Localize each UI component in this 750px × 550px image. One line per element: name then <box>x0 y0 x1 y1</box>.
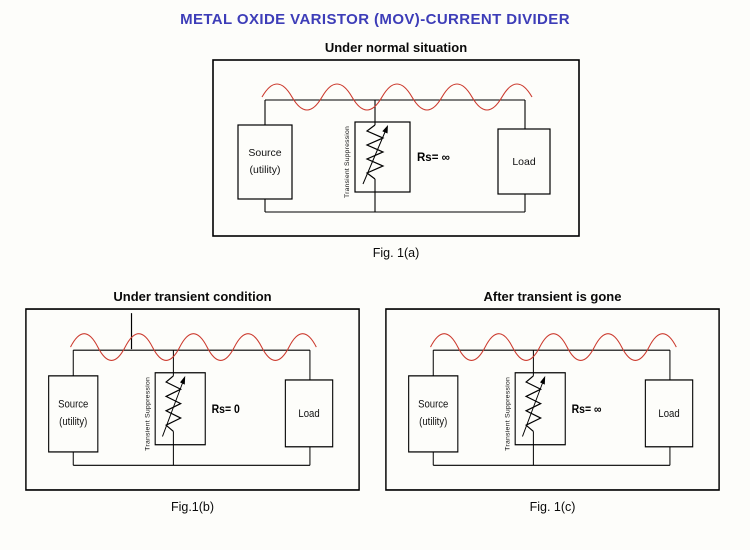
varistor-zigzag <box>164 375 183 432</box>
circuit-wires <box>264 99 526 213</box>
page-title: METAL OXIDE VARISTOR (MOV)-CURRENT DIVID… <box>180 11 570 28</box>
varistor-arrowhead <box>180 375 186 385</box>
load-box <box>284 379 334 448</box>
ac-sine-wave <box>261 83 533 111</box>
varistor-arrow-shaft <box>522 382 543 437</box>
circuit-wires <box>432 349 671 466</box>
figure-1c-circuit: Source (utility) Transient Suppression R… <box>385 308 720 491</box>
source-label: Source <box>58 399 89 411</box>
circuit-wires <box>72 349 311 466</box>
ac-sine-wave <box>70 333 317 361</box>
varistor-zigzag <box>365 124 385 180</box>
circuit-border <box>25 308 360 491</box>
figure-1b: Under transient condition Source (utilit… <box>25 289 360 514</box>
figure-1a: Under normal situation Source (utility) … <box>212 40 580 260</box>
suppression-label: Transient Suppression <box>505 377 512 451</box>
load-label: Load <box>512 156 536 168</box>
figure-1b-heading: Under transient condition <box>113 289 272 304</box>
circuit-border <box>212 59 580 237</box>
varistor-arrow-shaft <box>362 131 386 185</box>
figure-1c-heading: After transient is gone <box>483 289 622 304</box>
source-box <box>237 124 293 200</box>
suppression-label: Transient Suppression <box>344 126 351 198</box>
figure-1a-circuit: Source (utility) Transient Suppression R… <box>212 59 580 237</box>
rs-label: Rs= ∞ <box>572 403 602 416</box>
load-box <box>644 379 694 448</box>
varistor-arrowhead <box>382 125 388 134</box>
mov-box <box>154 372 206 446</box>
figure-1a-caption: Fig. 1(a) <box>372 246 420 260</box>
source-box <box>48 375 99 453</box>
figure-1b-caption: Fig.1(b) <box>170 500 215 514</box>
source-sublabel: (utility) <box>250 164 281 176</box>
load-label: Load <box>298 409 320 421</box>
load-label: Load <box>658 409 680 421</box>
source-sublabel: (utility) <box>419 417 447 429</box>
source-box <box>408 375 459 453</box>
ac-sine-wave <box>430 333 677 361</box>
figure-1b-circuit: Source (utility) Transient Suppression R… <box>25 308 360 491</box>
figure-1c-caption: Fig. 1(c) <box>529 500 576 514</box>
load-box <box>497 128 551 195</box>
varistor-arrowhead <box>540 375 546 385</box>
source-label: Source <box>418 399 449 411</box>
figure-1c: After transient is gone Source (utility)… <box>385 289 720 514</box>
circuit-border <box>385 308 720 491</box>
suppression-label: Transient Suppression <box>145 377 152 451</box>
source-sublabel: (utility) <box>59 417 87 429</box>
figure-1a-heading: Under normal situation <box>324 40 468 55</box>
source-label: Source <box>248 147 281 159</box>
varistor-arrow-shaft <box>162 382 183 437</box>
varistor-zigzag <box>524 375 543 432</box>
rs-label: Rs= 0 <box>212 403 240 416</box>
rs-label: Rs= ∞ <box>417 152 450 164</box>
mov-box <box>514 372 566 446</box>
mov-box <box>354 121 411 193</box>
